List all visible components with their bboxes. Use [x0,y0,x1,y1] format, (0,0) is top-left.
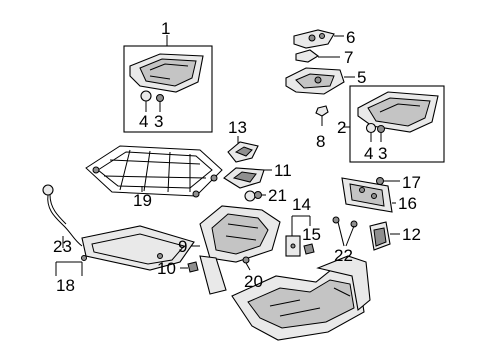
cover-part-6 [293,29,335,49]
part-11 [223,167,265,189]
bolt-part-22b [345,220,358,247]
callout-3a: 3 [154,112,163,131]
callout-23: 23 [53,237,72,256]
callout-21: 21 [268,186,287,205]
callout-12: 12 [402,225,421,244]
callout-17: 17 [402,173,421,192]
bolt-part-17 [376,177,392,185]
callout-22: 22 [334,246,353,265]
cable-part-23 [42,184,83,247]
rail-part-16 [341,177,393,213]
callout-19: 19 [133,191,152,210]
bolt-3a [156,94,164,112]
screw-part-8 [315,105,329,126]
group-box-1 [123,45,213,133]
bracket-part-13 [227,141,259,163]
callout-8: 8 [316,132,325,151]
callout-2: 2 [337,118,346,137]
screw-part-20 [242,256,251,271]
clip-part-7 [295,49,319,63]
bolt-4a [140,90,152,112]
lower-trim-assembly [231,255,371,341]
callout-9: 9 [178,237,187,256]
callout-6: 6 [346,28,355,47]
callout-4a: 4 [139,112,148,131]
callout-1: 1 [161,19,170,38]
bolt-part-22a [332,216,345,247]
side-trim-part-9 [199,205,281,295]
clip-part-10 [187,261,199,273]
bolt-4b [365,122,377,142]
callout-20: 20 [244,272,263,291]
seat-frame-part-19 [85,145,223,198]
callout-15: 15 [302,225,321,244]
bolt-3b [377,125,385,142]
callout-16: 16 [398,194,417,213]
floor-mat-part-18 [81,225,195,271]
part-21 [244,190,262,202]
callout-3b: 3 [378,144,387,163]
callout-11: 11 [274,161,292,180]
callout-10: 10 [157,259,176,278]
latch-part-12 [369,221,391,251]
callout-4b: 4 [364,144,373,163]
armrest-part-5 [285,67,345,95]
seat-cushion-part [129,53,204,93]
callout-18: 18 [56,276,75,295]
group-box-2 [349,85,445,163]
clip-part-15 [303,243,315,255]
callout-13: 13 [228,118,247,137]
callout-5: 5 [357,68,366,87]
callout-7: 7 [344,48,353,67]
callout-14: 14 [292,195,311,214]
seat-back-part [357,91,439,133]
plate-part-14 [285,235,301,257]
